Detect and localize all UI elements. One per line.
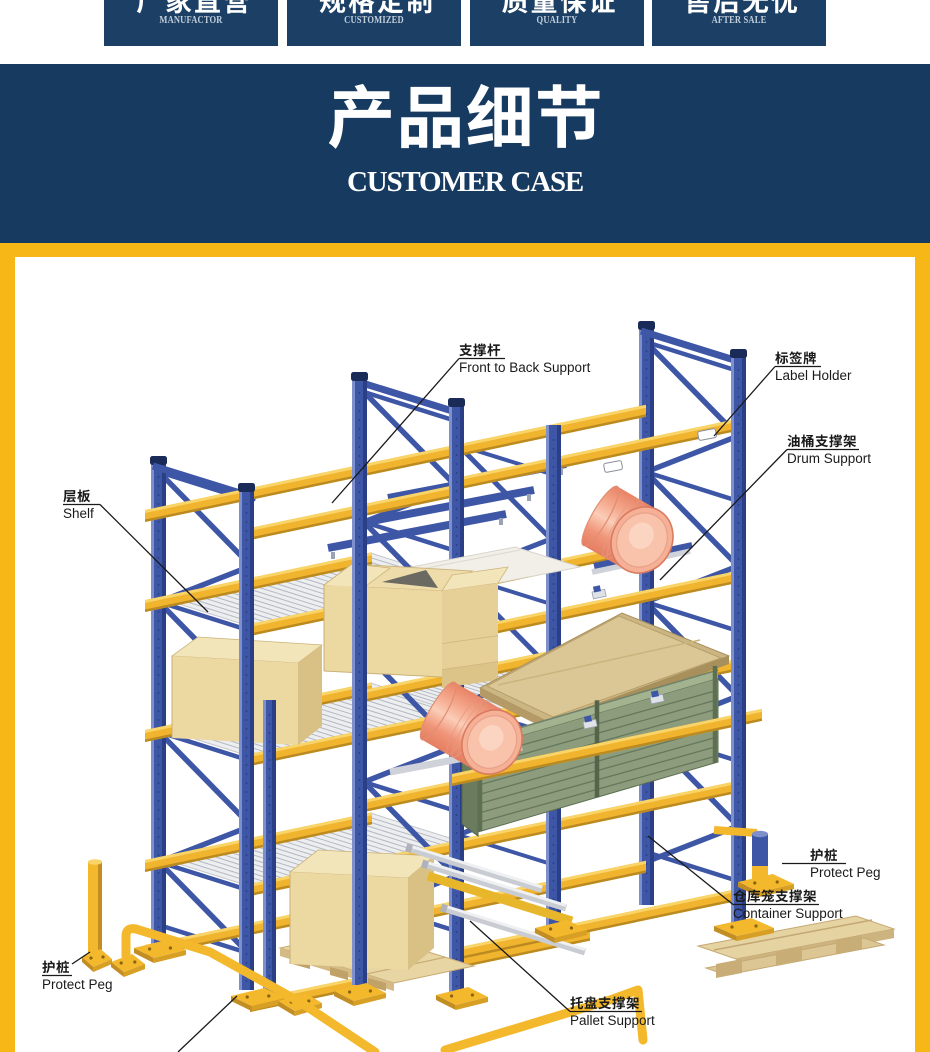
- svg-text:Protect Peg: Protect Peg: [810, 865, 881, 880]
- svg-text:Label Holder: Label Holder: [775, 368, 852, 383]
- svg-text:Pallet Support: Pallet Support: [570, 1013, 655, 1028]
- svg-text:Front to Back Support: Front to Back Support: [459, 360, 591, 375]
- svg-text:Drum Support: Drum Support: [787, 451, 871, 466]
- svg-text:Shelf: Shelf: [63, 506, 94, 521]
- svg-text:Container Support: Container Support: [733, 906, 843, 921]
- svg-text:Protect Peg: Protect Peg: [42, 977, 113, 992]
